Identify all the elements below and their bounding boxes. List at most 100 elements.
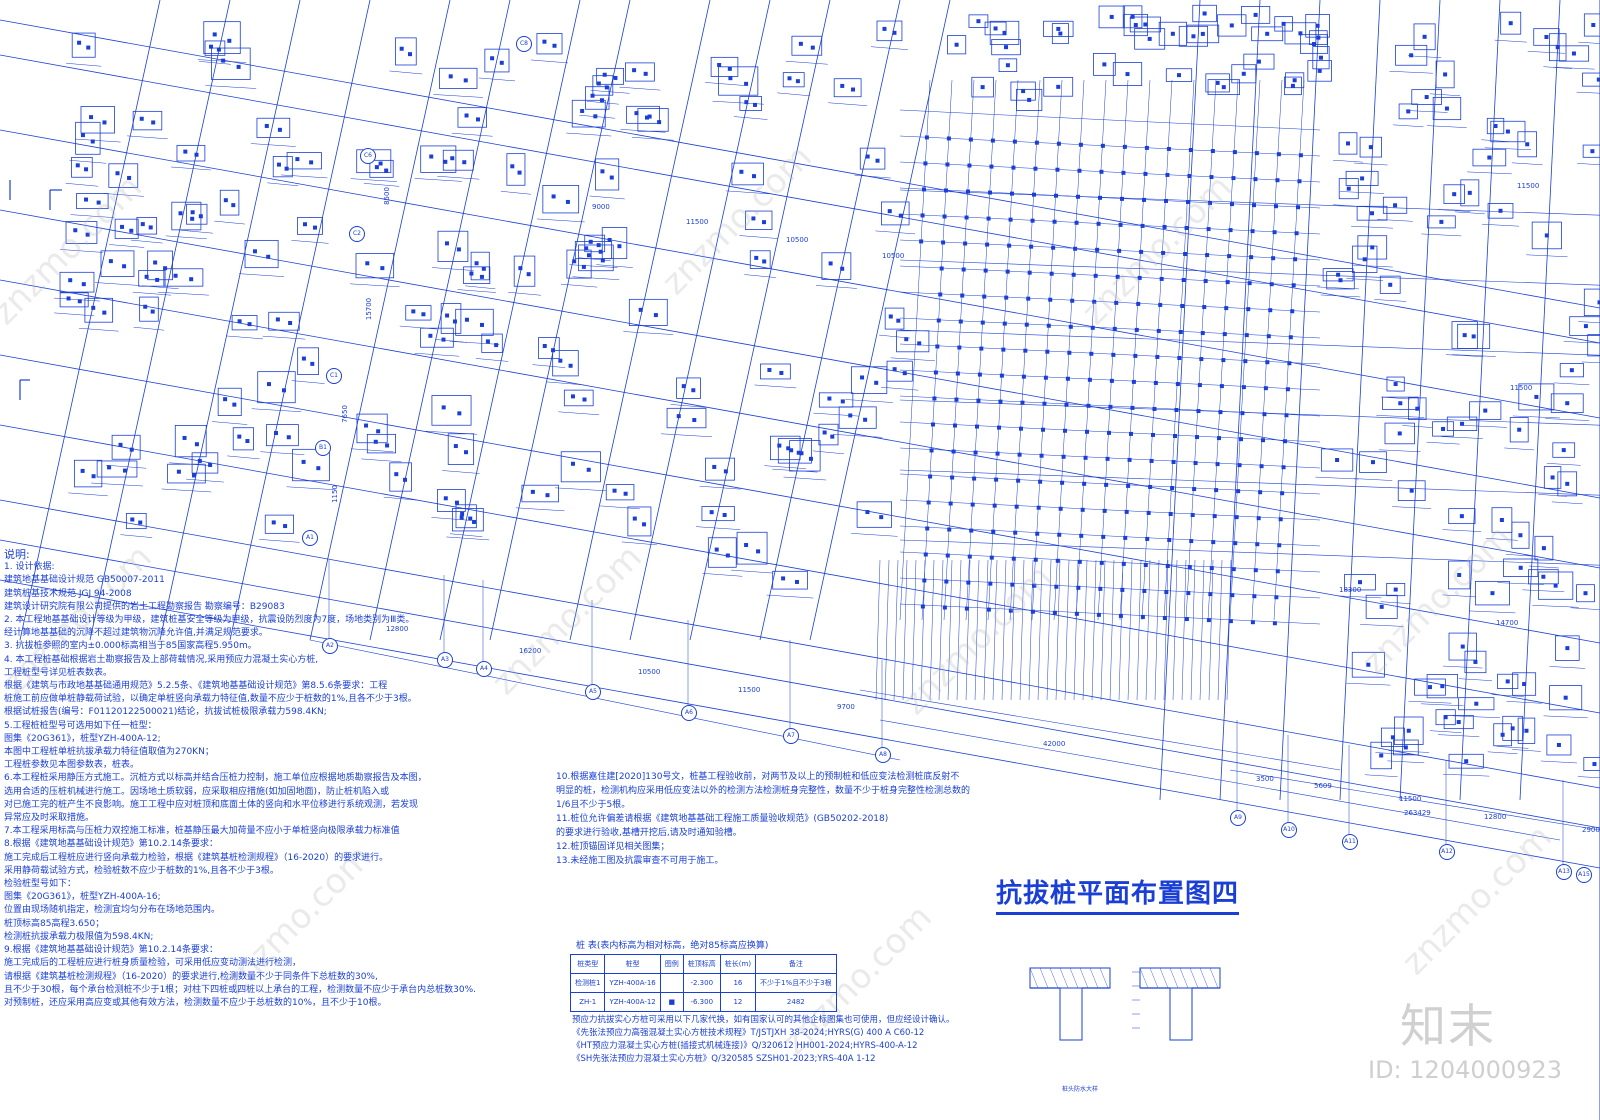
pile-mark <box>421 312 426 317</box>
dimension-text: 9000 <box>592 203 610 211</box>
pile-mark <box>1167 538 1172 542</box>
pile-mark <box>266 382 271 387</box>
grid-line <box>0 539 1600 829</box>
pile-row-line <box>956 559 962 701</box>
note-line: 异常应及时采取措施。 <box>4 813 95 824</box>
pile-cap <box>76 193 109 210</box>
pile-mark <box>599 98 604 103</box>
dimension-line <box>1441 436 1483 439</box>
pile-mark <box>1253 568 1258 573</box>
pile-cap <box>1010 81 1036 101</box>
pile-cap <box>442 149 474 171</box>
pile-mark <box>781 576 786 581</box>
pile-mark <box>1338 278 1343 283</box>
pile-mark <box>1487 155 1492 160</box>
pile-cap <box>366 433 396 454</box>
pile-cap <box>455 308 494 336</box>
dimension-line <box>1578 41 1600 44</box>
pile-mark <box>920 604 925 609</box>
pile-mark <box>923 552 928 557</box>
pile-mark <box>1550 475 1555 480</box>
pile-cap <box>84 297 114 323</box>
pile-mark <box>989 164 994 169</box>
pile-mark <box>1021 89 1026 94</box>
pile-mark <box>1078 142 1083 147</box>
pile-row-line <box>1154 559 1160 701</box>
pile-legend-icon: ■ <box>659 992 684 1012</box>
pile-mark <box>1021 374 1026 379</box>
dimension-line <box>69 160 107 164</box>
pile-cap <box>1165 68 1193 82</box>
dimension-line <box>620 129 666 133</box>
grid-line <box>0 499 1600 789</box>
dimension-line <box>1481 139 1510 142</box>
pile-mark <box>191 473 196 478</box>
pile-mark <box>1221 85 1226 90</box>
grid-label: C8 <box>516 36 532 52</box>
pile-cap <box>1502 715 1523 741</box>
dimension-line <box>589 195 625 200</box>
pile-mark <box>1090 325 1095 330</box>
pile-mark <box>896 318 901 323</box>
table-header: 桩类型 <box>569 954 606 974</box>
pile-mark <box>1288 335 1293 340</box>
detail-hatch <box>1099 967 1109 989</box>
pile-mark <box>1252 203 1256 208</box>
pile-mark <box>1275 569 1280 574</box>
grid-line <box>943 79 975 621</box>
pile-mark <box>1298 31 1303 36</box>
pile-mark <box>1195 435 1199 440</box>
pile-cap <box>204 40 226 56</box>
pile-mark <box>1493 124 1498 129</box>
pile-mark <box>122 468 127 473</box>
pile-mark <box>951 449 956 454</box>
dimension-line <box>1392 506 1432 509</box>
pile-cap <box>626 105 660 124</box>
pile-mark <box>1409 488 1414 493</box>
pile-mark <box>958 319 963 324</box>
pile-cap <box>1251 26 1284 42</box>
pile-mark <box>84 197 89 202</box>
detail-hatch <box>1149 967 1159 989</box>
table-header: 桩型 <box>604 954 661 974</box>
pile-cap <box>782 72 805 88</box>
pile-mark <box>1544 34 1549 39</box>
note-line: 根据《建筑与市政地基基础通用规范》5.2.5条、《建筑地基基础设计规范》第8.5… <box>4 681 388 692</box>
pile-mark <box>617 244 622 249</box>
pile-mark <box>1541 546 1546 551</box>
pile-row-line <box>992 559 998 701</box>
dimension-line <box>586 100 619 105</box>
pile-cap <box>1382 396 1419 410</box>
pile-mark <box>1129 431 1133 436</box>
pile-cap <box>174 425 207 458</box>
dimension-line <box>881 386 919 391</box>
pile-mark <box>1199 357 1204 362</box>
pile-cap <box>506 153 526 186</box>
dimension-text: 12800 <box>1484 813 1507 821</box>
dimension-line <box>446 536 490 541</box>
pile-mark <box>1346 186 1351 191</box>
pile-cap <box>705 457 735 481</box>
note-line: 《HT预应力混凝土实心方桩(插接式机械连接)》Q/320612 HH001-20… <box>572 1041 918 1051</box>
pile-mark <box>794 579 799 584</box>
pile-mark <box>96 200 101 205</box>
pile-mark <box>1187 565 1192 570</box>
pile-mark <box>786 446 791 451</box>
pile-mark <box>972 476 977 481</box>
pile-cap <box>838 406 877 429</box>
pile-mark <box>1085 429 1089 434</box>
grid-line <box>0 54 1600 344</box>
pile-mark <box>945 162 950 167</box>
dimension-line <box>785 60 828 65</box>
pile-mark <box>1071 272 1076 277</box>
pile-mark <box>1397 431 1402 436</box>
pile-mark <box>1070 298 1075 303</box>
pile-cap <box>139 296 159 322</box>
pile-mark <box>1026 296 1031 301</box>
pile-mark <box>590 93 595 98</box>
pile-mark <box>1115 274 1120 279</box>
dimension-line <box>1421 703 1464 707</box>
pile-mark <box>1098 586 1103 591</box>
pile-cap <box>355 253 395 279</box>
pile-mark <box>1082 481 1087 486</box>
